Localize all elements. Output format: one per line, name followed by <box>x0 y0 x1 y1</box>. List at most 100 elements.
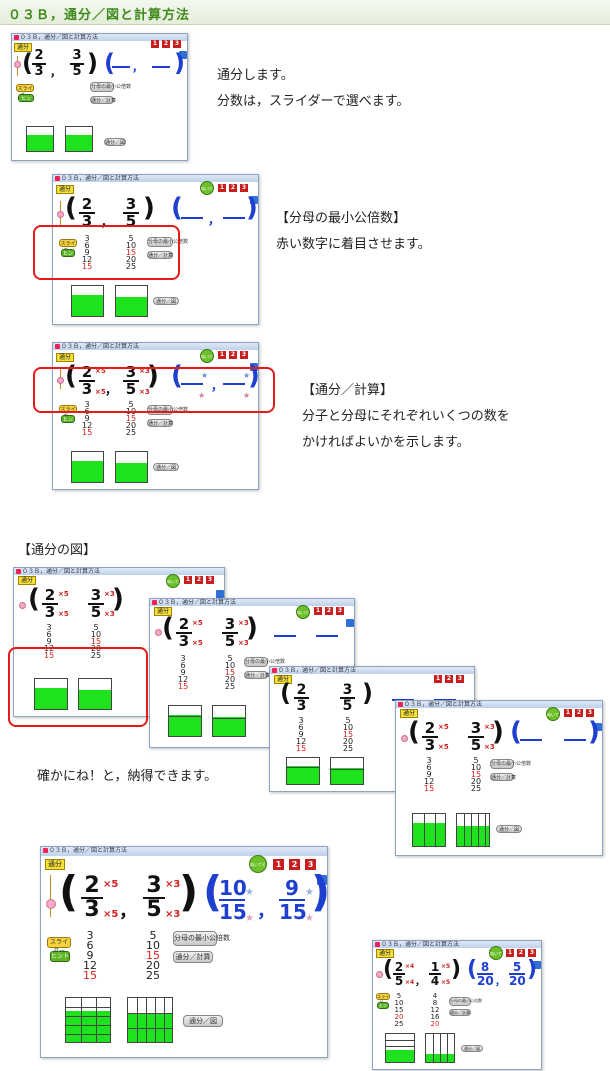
lcm-button[interactable]: 分母の最小公倍数 <box>147 237 189 247</box>
check-icon[interactable] <box>250 196 258 204</box>
slider-button[interactable]: スライダー <box>47 937 71 955</box>
figure-button[interactable]: 通分／図 <box>153 463 179 471</box>
multiplier-den-b: ×3 <box>104 610 115 618</box>
slider-flower-icon[interactable] <box>155 629 162 636</box>
level-button-1[interactable]: 1 <box>273 859 284 870</box>
answer-comma: ， <box>208 213 221 227</box>
level-button-3[interactable]: 3 <box>586 709 594 717</box>
figure-button[interactable]: 通分／図 <box>461 1045 483 1052</box>
hint-icon[interactable]: ぬいてヒント <box>166 574 180 598</box>
slider-track[interactable] <box>50 875 51 917</box>
level-button-2[interactable]: 2 <box>445 675 453 683</box>
calc-button[interactable]: 通分／計算 <box>90 96 117 104</box>
level-button-2[interactable]: 2 <box>229 184 237 192</box>
level-button-3[interactable]: 3 <box>240 351 248 359</box>
level-button-2[interactable]: 2 <box>575 709 583 717</box>
level-button-1[interactable]: 1 <box>151 40 159 48</box>
hint-icon[interactable]: ぬいてヒント <box>200 349 214 373</box>
level-button-2[interactable]: 2 <box>289 859 300 870</box>
open-paren: ( <box>383 957 394 982</box>
calc-button[interactable]: 通分／計算 <box>147 251 174 259</box>
answer-blank-b <box>316 635 338 637</box>
open-paren: ( <box>162 613 174 643</box>
calc-button[interactable]: 通分／計算 <box>244 671 271 679</box>
slider-button[interactable]: スライダー <box>376 993 390 1005</box>
level-button-3[interactable]: 3 <box>528 949 536 957</box>
hint-icon[interactable]: ぬいてヒント <box>249 855 267 885</box>
figure-button[interactable]: 通分／図 <box>104 138 126 146</box>
level-button-2[interactable]: 2 <box>195 576 203 584</box>
open-paren: ( <box>59 867 79 916</box>
slider-button[interactable]: スライダー <box>16 84 34 99</box>
hint-button[interactable]: ヒント <box>50 951 70 962</box>
calc-button[interactable]: 通分／計算 <box>147 419 174 427</box>
check-icon[interactable] <box>216 590 224 598</box>
level-button-3[interactable]: 3 <box>305 859 316 870</box>
hint-button[interactable]: ヒント <box>377 1002 389 1014</box>
slider-flower-icon[interactable] <box>19 602 26 609</box>
level-button-3[interactable]: 3 <box>336 607 344 615</box>
level-button-3[interactable]: 3 <box>206 576 214 584</box>
hint-button[interactable]: ヒント <box>61 249 75 264</box>
comma: ， <box>415 977 425 988</box>
lcm-button[interactable]: 分母の最小公倍数 <box>173 931 230 946</box>
level-button-1[interactable]: 1 <box>218 351 226 359</box>
slider-flower-icon[interactable] <box>57 211 64 218</box>
level-button-3[interactable]: 3 <box>240 184 248 192</box>
hint-button[interactable]: ヒント <box>61 415 75 430</box>
level-button-1[interactable]: 1 <box>184 576 192 584</box>
check-icon[interactable] <box>533 961 541 969</box>
multiplier-den-b: ×3 <box>165 909 181 920</box>
level-button-2[interactable]: 2 <box>229 351 237 359</box>
slider-flower-icon[interactable] <box>46 899 56 909</box>
hint-button[interactable]: ヒント <box>18 94 34 109</box>
lcm-button[interactable]: 分母の最小公倍数 <box>449 997 482 1006</box>
level-button-1[interactable]: 1 <box>218 184 226 192</box>
level-button-3[interactable]: 3 <box>173 40 181 48</box>
mode-tag: 通分 <box>400 709 419 718</box>
figure-button[interactable]: 通分／図 <box>153 297 179 305</box>
window-title: ０３Ｂ，通分／図と計算方法 <box>278 667 357 674</box>
lcm-button[interactable]: 分母の最小公倍数 <box>90 82 132 92</box>
close-paren: ) <box>112 584 124 614</box>
figure-button[interactable]: 通分／図 <box>183 1015 223 1027</box>
slider-flower-icon[interactable] <box>401 735 408 742</box>
calc-button[interactable]: 通分／計算 <box>490 773 517 781</box>
level-button-2[interactable]: 2 <box>517 949 525 957</box>
open-paren: ( <box>408 717 420 747</box>
mode-tag: 通分 <box>154 607 173 616</box>
star-icon: ★ <box>305 913 314 924</box>
check-icon[interactable] <box>594 723 602 731</box>
hint-icon[interactable]: ぬいてヒント <box>296 605 310 629</box>
check-icon[interactable] <box>317 875 327 885</box>
slider-flower-icon[interactable] <box>14 61 21 68</box>
answer-open-paren: ( <box>203 867 223 916</box>
lcm-button[interactable]: 分母の最小公倍数 <box>244 657 286 667</box>
level-button-2[interactable]: 2 <box>162 40 170 48</box>
slider-flower-icon[interactable] <box>57 377 64 384</box>
comma: ， <box>50 66 61 79</box>
check-icon[interactable] <box>179 51 187 59</box>
level-button-2[interactable]: 2 <box>325 607 333 615</box>
window-titlebar: ０３Ｂ，通分／図と計算方法 <box>270 667 474 674</box>
lcm-button[interactable]: 分母の最小公倍数 <box>147 405 189 415</box>
hint-icon[interactable]: ぬいてヒント <box>200 181 214 205</box>
close-paren: ) <box>451 957 462 982</box>
fraction-box-a <box>385 1033 415 1063</box>
slider-flower-icon[interactable] <box>376 971 383 978</box>
level-button-1[interactable]: 1 <box>314 607 322 615</box>
level-button-3[interactable]: 3 <box>456 675 464 683</box>
calc-button[interactable]: 通分／計算 <box>449 1009 471 1016</box>
figure-button[interactable]: 通分／図 <box>496 825 522 833</box>
calc-button[interactable]: 通分／計算 <box>173 951 213 963</box>
lcm-button[interactable]: 分母の最小公倍数 <box>490 759 532 769</box>
level-button-1[interactable]: 1 <box>506 949 514 957</box>
level-button-1[interactable]: 1 <box>564 709 572 717</box>
level-button-1[interactable]: 1 <box>434 675 442 683</box>
hint-icon[interactable]: ぬいてヒント <box>546 707 560 731</box>
check-icon[interactable] <box>346 619 354 627</box>
hint-icon[interactable]: ぬいてヒント <box>489 946 503 970</box>
